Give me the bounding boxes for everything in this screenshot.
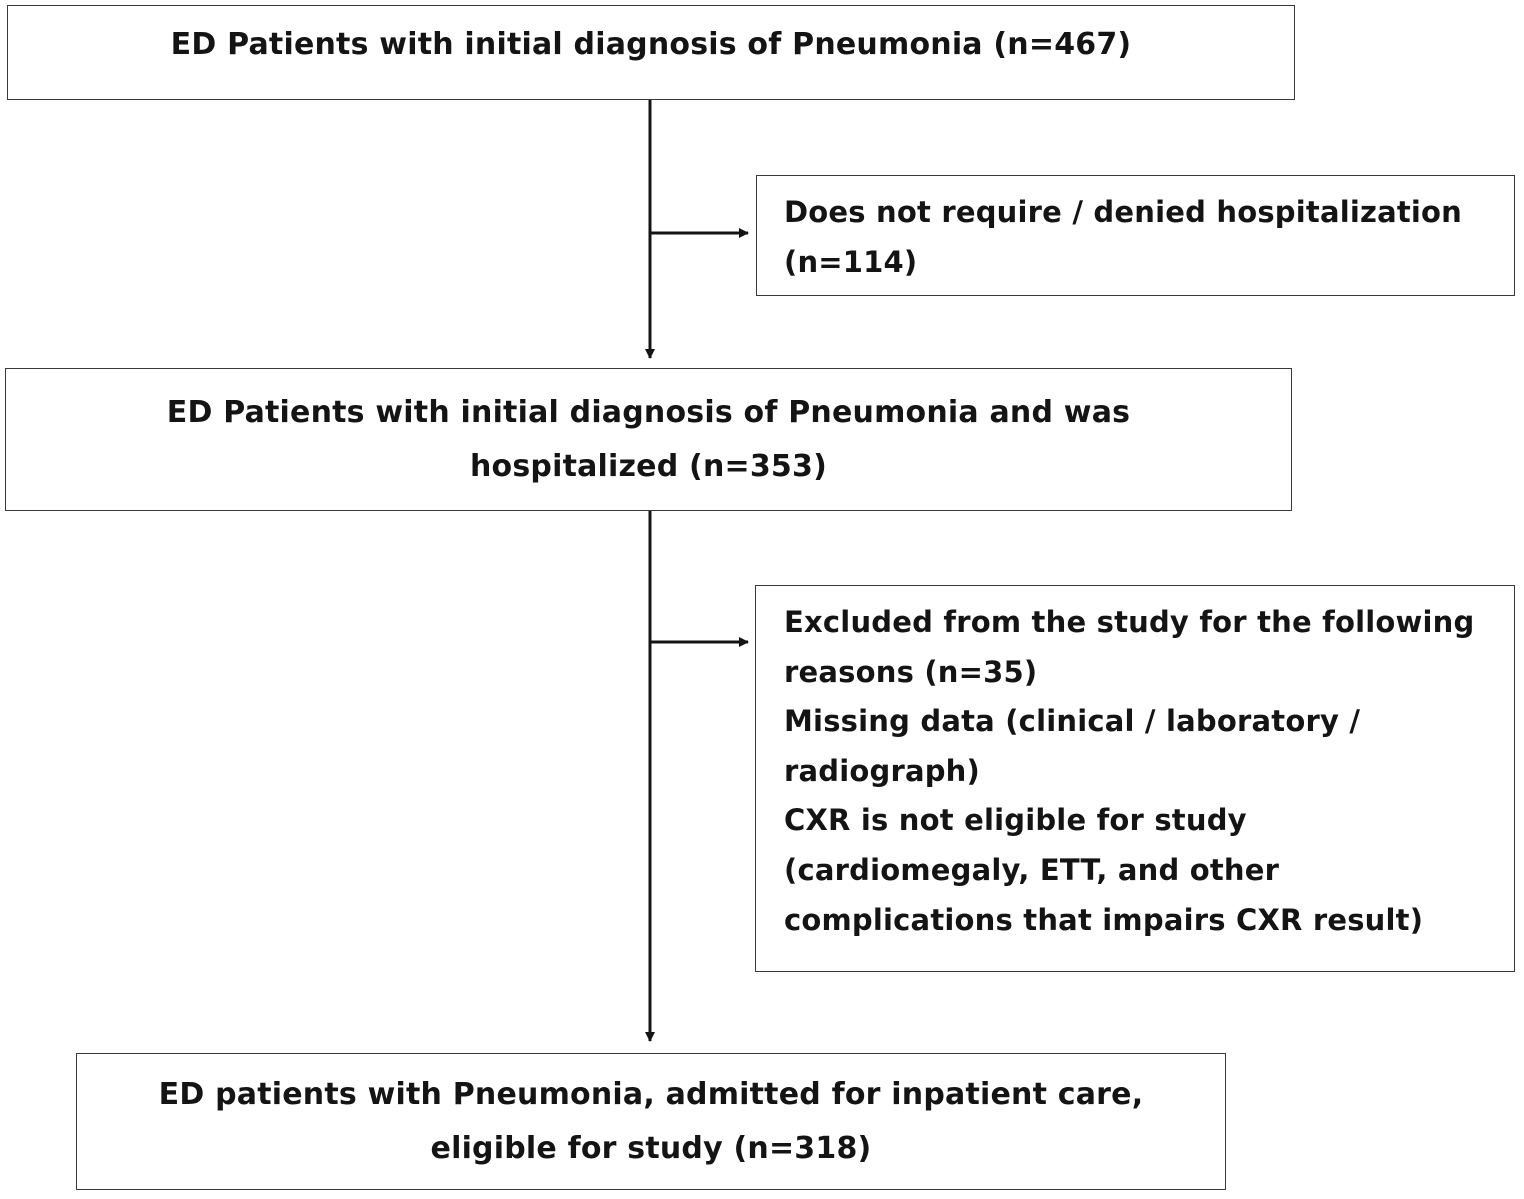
- text-line: hospitalized (n=353): [469, 448, 827, 484]
- box-excluded: Excluded from the study for the followin…: [755, 585, 1515, 972]
- box-not-hospitalized: Does not require / denied hospitalizatio…: [756, 175, 1515, 296]
- text-line: Does not require / denied hospitalizatio…: [784, 195, 1463, 229]
- box-hospitalized: ED Patients with initial diagnosis of Pn…: [5, 368, 1292, 511]
- box-initial-diagnosis: ED Patients with initial diagnosis of Pn…: [7, 5, 1295, 100]
- text-line: ED Patients with initial diagnosis of Pn…: [166, 394, 1131, 430]
- box-initial-diagnosis-text: ED Patients with initial diagnosis of Pn…: [170, 26, 1132, 62]
- text-line: (n=114): [784, 244, 918, 279]
- box-not-hospitalized-text: Does not require / denied hospitalizatio…: [784, 188, 1504, 287]
- text-line: reasons (n=35): [784, 654, 1038, 689]
- box-excluded-text: Excluded from the study for the followin…: [784, 598, 1504, 945]
- text-line: Excluded from the study for the followin…: [784, 605, 1475, 639]
- box-hospitalized-text: ED Patients with initial diagnosis of Pn…: [167, 386, 1130, 494]
- text-line: CXR is not eligible for study: [784, 803, 1247, 838]
- box-eligible-text: ED patients with Pneumonia, admitted for…: [159, 1068, 1144, 1176]
- box-eligible: ED patients with Pneumonia, admitted for…: [76, 1053, 1226, 1190]
- text-line: eligible for study (n=318): [430, 1130, 872, 1166]
- text-line: complications that impairs CXR result): [784, 902, 1424, 937]
- text-line: ED patients with Pneumonia, admitted for…: [158, 1076, 1144, 1112]
- text-line: (cardiomegaly, ETT, and other: [784, 852, 1280, 887]
- text-line: radiograph): [784, 753, 980, 788]
- text-line: Missing data (clinical / laboratory /: [784, 704, 1361, 739]
